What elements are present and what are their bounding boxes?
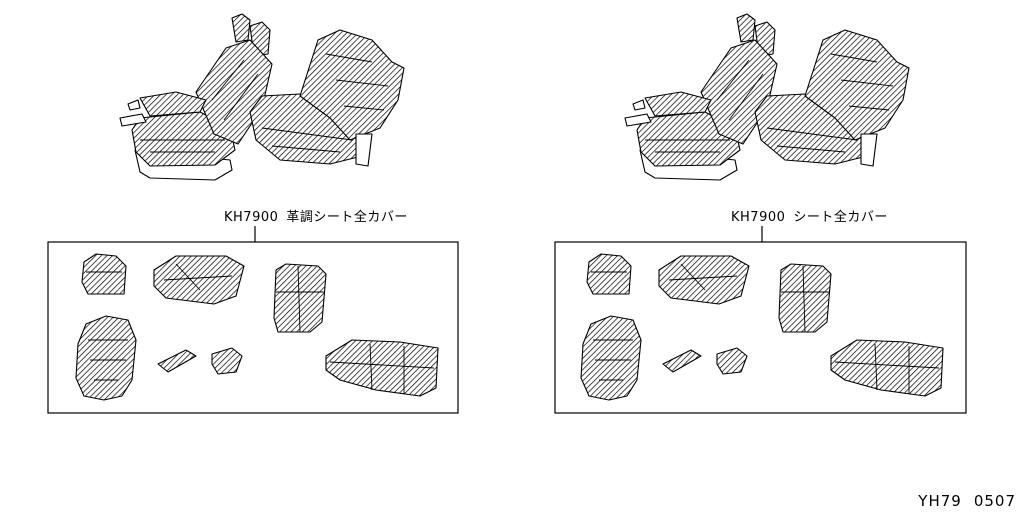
parts-box-right xyxy=(554,241,967,414)
part-code-right: KH7900 xyxy=(731,210,786,225)
part-description-left: 革調シート全カバー xyxy=(286,210,408,225)
figure-ref-number: 0507 xyxy=(973,492,1016,510)
part-code-left: KH7900 xyxy=(224,210,279,225)
seat-illustration-right xyxy=(624,13,910,181)
parts-box-left xyxy=(47,241,459,414)
cover-kit-right xyxy=(580,253,944,401)
seat-illustration-left xyxy=(119,13,405,181)
callout-left: KH7900 革調シート全カバー xyxy=(224,210,408,226)
cover-kit-left xyxy=(75,253,439,401)
callout-right: KH7900 シート全カバー xyxy=(731,210,888,226)
part-description-right: シート全カバー xyxy=(793,210,888,225)
figure-ref-code: YH79 xyxy=(918,492,962,510)
figure-reference: YH79 0507 xyxy=(918,492,1016,510)
